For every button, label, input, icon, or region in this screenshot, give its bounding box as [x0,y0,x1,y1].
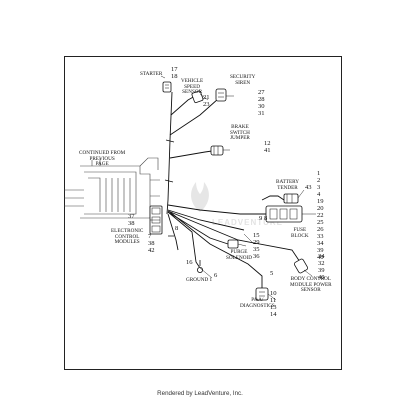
cable-tie [164,139,175,237]
label-electronic-control-modules: ELECTRONIC CONTROL MODULES [111,228,144,246]
starter-connector [162,81,172,93]
label-body-control-module-power-sensor: BODY CONTROL MODULE POWER SENSOR [290,276,332,294]
vehicle-frame-outline [64,157,160,219]
ground-terminal [196,260,203,273]
fuse-block [265,205,303,223]
battery-tender-connector [283,193,299,204]
brake-jumper-connector [210,145,224,156]
label-fuse-block: FUSE BLOCK [291,227,309,239]
label-pa-diagnostics: P&A/ DIAGNOSTICS [240,297,275,309]
label-vehicle-speed-sensor: VEHICLE SPEED SENSOR [181,78,204,96]
label-purge-solenoid: PURGE SOLENOID [226,249,252,261]
purge-solenoid-connector [227,239,239,249]
callout-vss: 21 23 [203,94,210,108]
connectors [149,81,308,301]
callout-9-8: 9 8 [259,215,268,222]
callout-starter: 17 18 [171,66,178,80]
siren-connector [215,88,227,102]
label-continued-from-previous-page: CONTINUED FROM PREVIOUS PAGE [79,150,126,168]
footer-credit: Rendered by LeadVenture, Inc. [157,390,243,397]
callout-battery-tender: 43 [305,184,312,191]
callout-6: 6 [214,272,218,279]
label-ground: GROUND 1 [186,277,213,283]
harness-wires [166,91,301,290]
callout-8: 8 [175,225,179,232]
label-security-siren: SECURITY SIREN [230,74,256,86]
callout-purge: 15 29 35 36 [253,232,260,260]
callout-brake: 12 41 [264,140,271,154]
callout-5: 5 [270,270,274,277]
label-starter: STARTER [140,71,163,77]
callout-16: 16 [186,259,193,266]
callout-left-ecm: 37 38 [128,213,135,227]
label-battery-tender: BATTERY TENDER [276,179,300,191]
svg-text:LEADVENTURE: LEADVENTURE [212,218,283,227]
callout-pa: 10 11 13 14 [270,290,277,318]
watermark: LEADVENTURE [191,182,283,227]
callout-under-ecm: 7 38 42 [148,233,155,254]
callout-bcm: 24 32 39 40 [318,253,325,281]
diagram-frame [64,56,342,370]
bcm-power-sensor-connector [294,258,308,274]
label-brake-switch-jumper: BRAKE SWITCH JUMPER [230,124,250,142]
callout-siren: 27 28 30 31 [258,89,265,117]
leader-lines [150,75,316,301]
callout-right-column: 1 2 3 4 19 20 22 25 26 33 34 39 40 [317,170,324,261]
